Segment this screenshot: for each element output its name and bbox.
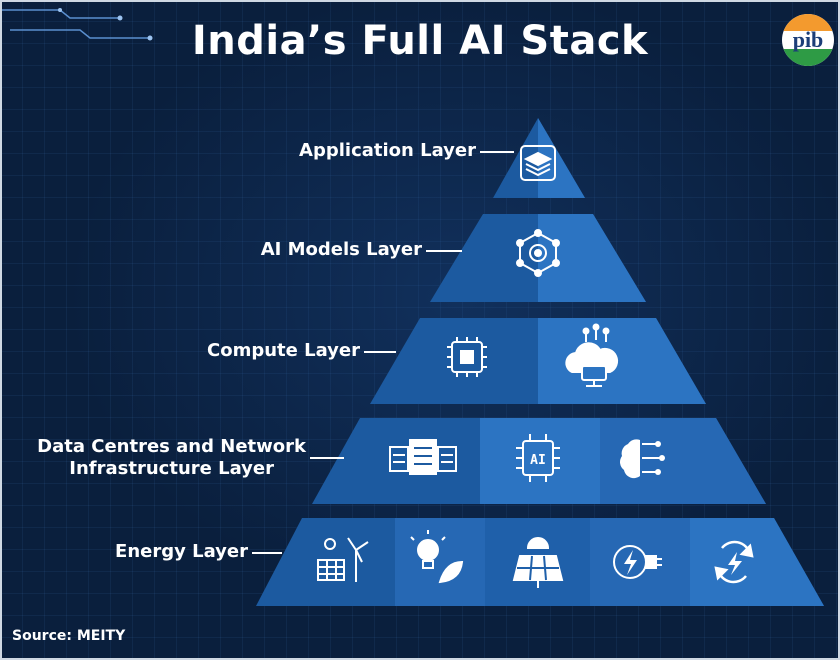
label-compute-layer: Compute Layer bbox=[207, 340, 360, 361]
page-title: India’s Full AI Stack bbox=[191, 18, 649, 64]
label-data-centres-layer: Data Centres and Network Infrastructure … bbox=[20, 436, 306, 480]
pib-logo: pib bbox=[782, 14, 834, 66]
label-energy-layer: Energy Layer bbox=[115, 541, 248, 562]
ai-chip-icon: AI bbox=[516, 434, 560, 482]
source-note: Source: MEITY bbox=[12, 628, 126, 644]
label-data-centres-line1: Data Centres and Network bbox=[37, 436, 306, 457]
tier-compute bbox=[370, 318, 706, 404]
server-racks-icon bbox=[389, 439, 457, 475]
brain-circuit-icon bbox=[620, 439, 665, 479]
eco-bulb-icon bbox=[410, 530, 464, 584]
neural-network-icon bbox=[516, 229, 560, 277]
circuit-decoration bbox=[0, 8, 153, 41]
label-ai-models-layer: AI Models Layer bbox=[260, 239, 422, 260]
energy-plug-icon bbox=[613, 545, 662, 579]
renewable-cycle-icon bbox=[714, 540, 754, 584]
label-data-centres-line2: Infrastructure Layer bbox=[69, 458, 274, 479]
cpu-chip-icon bbox=[447, 337, 487, 377]
wind-solar-icon bbox=[317, 537, 369, 582]
svg-text:AI: AI bbox=[530, 453, 546, 468]
tier-ai-models bbox=[430, 214, 646, 302]
solar-panel-icon bbox=[512, 537, 564, 588]
label-application-layer: Application Layer bbox=[299, 140, 476, 161]
logo-text: pib bbox=[792, 27, 824, 52]
stacked-layers-icon bbox=[520, 145, 556, 181]
cloud-computer-icon bbox=[565, 323, 619, 387]
